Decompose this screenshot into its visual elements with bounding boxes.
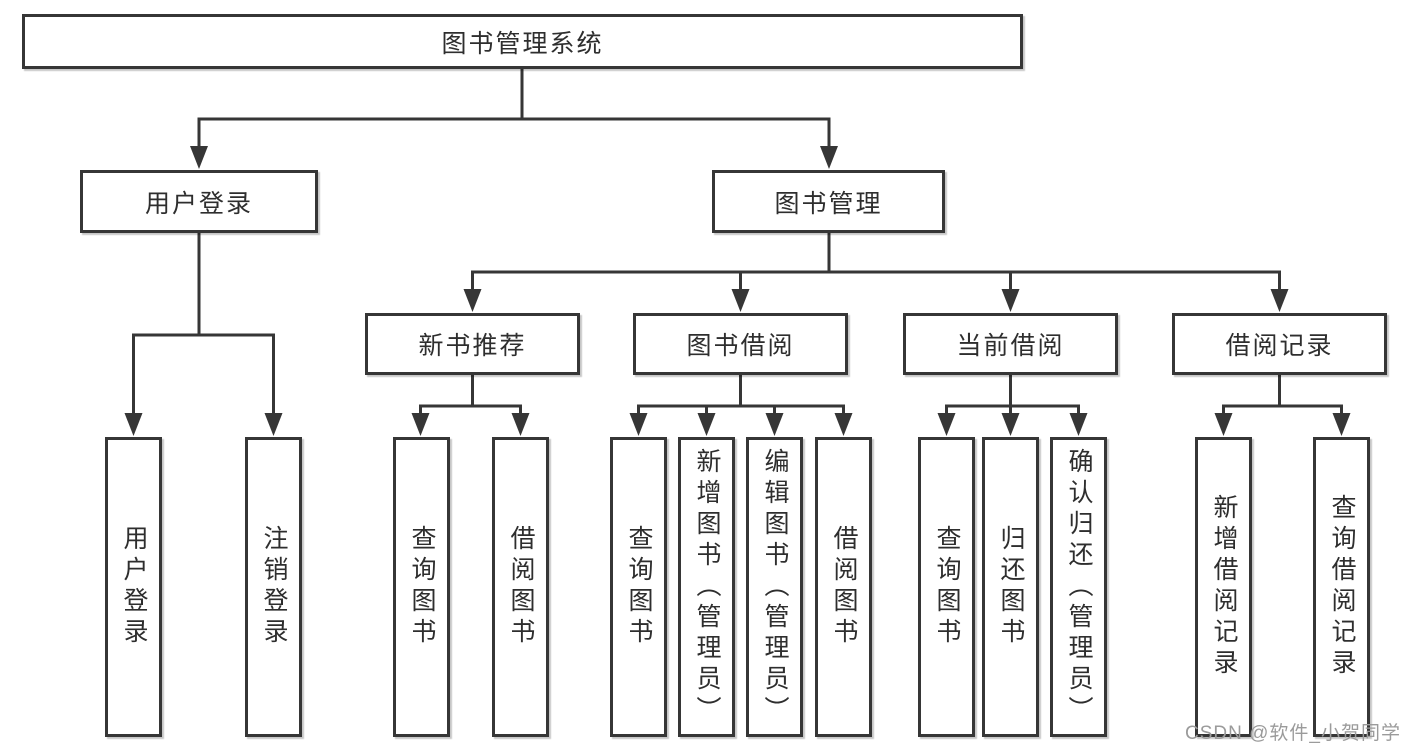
- arrow-icon: [937, 413, 956, 436]
- leaf-query-books-recommend: 查询图书: [393, 437, 450, 737]
- leaf-label: 查询图书: [933, 525, 961, 649]
- arrowheads: [124, 146, 1351, 436]
- arrow-icon: [697, 413, 716, 436]
- arrow-icon: [731, 289, 750, 312]
- branch-current-borrow: [945, 375, 1080, 419]
- arrow-icon: [1214, 413, 1233, 436]
- leaf-label: 归还图书: [997, 525, 1025, 649]
- leaf-label: 借阅图书: [507, 525, 535, 649]
- leaf-confirm-return-admin: 确认归还（管理员）: [1050, 437, 1107, 737]
- leaf-query-books-borrow: 查询图书: [610, 437, 667, 737]
- leaf-query-borrow-record: 查询借阅记录: [1313, 437, 1370, 737]
- branch-book-borrow: [637, 375, 845, 419]
- leaf-user-login: 用户登录: [105, 437, 162, 737]
- leaf-add-books-admin: 新增图书（管理员）: [678, 437, 735, 737]
- branch-root: [197, 69, 831, 152]
- branch-borrow-records: [1222, 375, 1343, 419]
- arrow-icon: [511, 413, 530, 436]
- arrow-icon: [264, 413, 283, 436]
- leaf-edit-books-admin: 编辑图书（管理员）: [746, 437, 803, 737]
- leaf-return-books: 归还图书: [982, 437, 1039, 737]
- leaf-label: 新增借阅记录: [1210, 494, 1238, 680]
- arrow-icon: [463, 289, 482, 312]
- leaf-label: 确认归还（管理员）: [1065, 447, 1093, 727]
- node-book-borrow: 图书借阅: [633, 313, 848, 375]
- leaf-label: 用户登录: [120, 525, 148, 649]
- arrow-icon: [1332, 413, 1351, 436]
- arrow-icon: [629, 413, 648, 436]
- leaf-query-books-current: 查询图书: [918, 437, 975, 737]
- node-new-book-recommend: 新书推荐: [365, 313, 580, 375]
- node-root: 图书管理系统: [22, 14, 1023, 69]
- leaf-add-borrow-record: 新增借阅记录: [1195, 437, 1252, 737]
- leaf-label: 编辑图书（管理员）: [761, 447, 789, 727]
- arrow-icon: [765, 413, 784, 436]
- leaf-label: 注销登录: [260, 525, 288, 649]
- arrow-icon: [190, 146, 208, 169]
- arrow-icon: [124, 413, 143, 436]
- leaf-borrow-books: 借阅图书: [815, 437, 872, 737]
- arrow-icon: [834, 413, 853, 436]
- node-borrow-records: 借阅记录: [1172, 313, 1387, 375]
- branch-user-login: [132, 233, 275, 419]
- arrow-icon: [1069, 413, 1088, 436]
- arrow-icon: [1270, 289, 1289, 312]
- node-user-login: 用户登录: [80, 170, 318, 233]
- leaf-label: 查询图书: [625, 525, 653, 649]
- arrow-icon: [1001, 413, 1020, 436]
- node-book-management: 图书管理: [712, 170, 945, 233]
- leaf-label: 查询图书: [408, 525, 436, 649]
- leaf-label: 新增图书（管理员）: [693, 447, 721, 727]
- leaf-logout: 注销登录: [245, 437, 302, 737]
- arrow-icon: [411, 413, 430, 436]
- node-current-borrow: 当前借阅: [903, 313, 1118, 375]
- arrow-icon: [820, 146, 838, 169]
- watermark: CSDN @软件_小贺同学: [1185, 723, 1401, 744]
- branch-book-management: [471, 233, 1281, 295]
- leaf-label: 借阅图书: [830, 525, 858, 649]
- arrow-icon: [1001, 289, 1020, 312]
- leaf-label: 查询借阅记录: [1328, 494, 1356, 680]
- leaf-borrow-books-recommend: 借阅图书: [492, 437, 549, 737]
- branch-new-book-recommend: [419, 375, 522, 419]
